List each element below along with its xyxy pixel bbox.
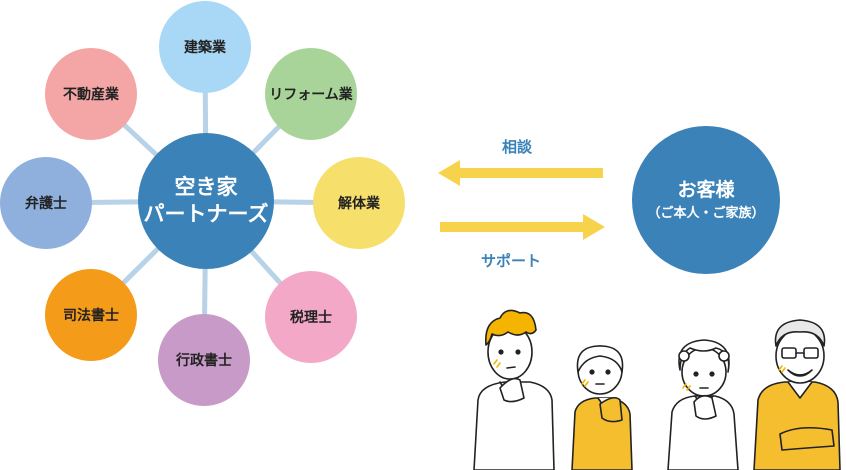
partner-node-lawyer: 弁護士 (0, 157, 92, 249)
partner-node-construction: 建築業 (159, 1, 251, 93)
support-arrow (440, 214, 605, 240)
arrows-group (438, 160, 605, 240)
partner-label: 行政書士 (176, 353, 232, 369)
customer-circle: お客様 （ご本人・ご家族） (632, 126, 780, 274)
partner-label: 解体業 (338, 196, 380, 212)
consult-arrow (438, 160, 603, 186)
partner-label: 税理士 (290, 310, 332, 326)
person-older-man-icon (753, 319, 841, 470)
partner-node-judicial-scrivener: 司法書士 (45, 269, 137, 361)
partner-label: リフォーム業 (269, 87, 353, 103)
partner-label: 司法書士 (63, 308, 119, 324)
partner-node-real-estate: 不動産業 (45, 48, 137, 140)
partner-label: 不動産業 (63, 87, 119, 103)
partner-node-reform: リフォーム業 (265, 48, 357, 140)
partner-label: 建築業 (184, 40, 226, 56)
center-hub-line1: 空き家 (174, 175, 238, 199)
customer-title: お客様 (677, 179, 735, 201)
person-woman-icon (571, 345, 633, 470)
consult-label: 相談 (502, 138, 533, 156)
partner-node-admin-scrivener: 行政書士 (158, 314, 250, 406)
people-illustration (473, 309, 841, 470)
person-older-woman-icon (667, 339, 739, 470)
partner-node-demolition: 解体業 (313, 157, 405, 249)
partner-label: 弁護士 (25, 196, 67, 212)
support-label: サポート (481, 252, 542, 270)
center-hub-circle: 空き家 パートナーズ (138, 133, 274, 269)
partner-node-tax-accountant: 税理士 (265, 271, 357, 363)
person-young-man-icon (473, 309, 555, 470)
customer-subtitle: （ご本人・ご家族） (647, 206, 765, 221)
center-hub-line2: パートナーズ (143, 202, 269, 226)
